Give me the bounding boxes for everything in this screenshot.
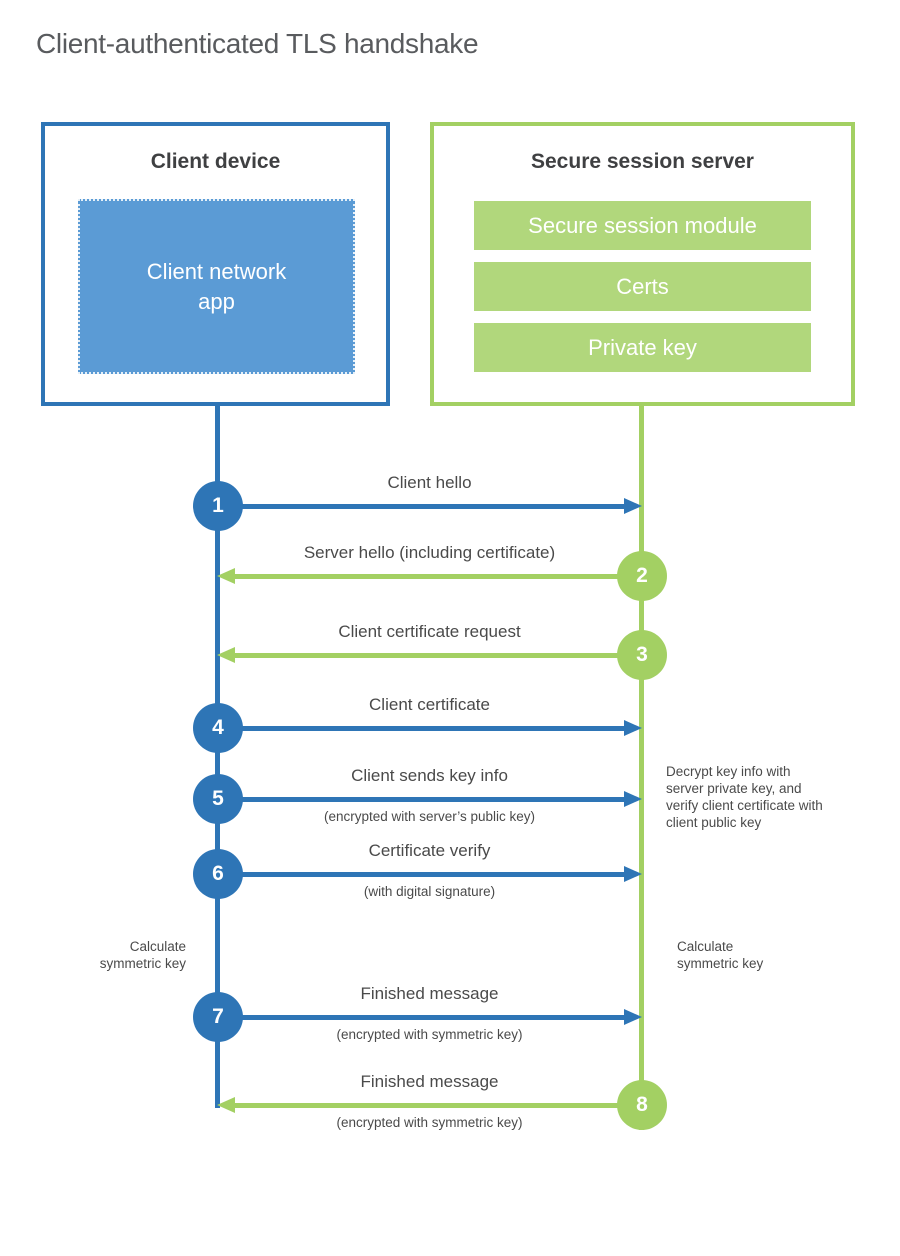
arrowhead-icon bbox=[217, 647, 235, 663]
arrow-shaft bbox=[235, 1103, 642, 1108]
step-number: 5 bbox=[212, 787, 224, 810]
message-label: Certificate verify bbox=[368, 841, 491, 860]
arrow-client-to-server bbox=[217, 791, 642, 807]
arrow-server-to-client bbox=[217, 1097, 642, 1113]
arrowhead-icon bbox=[624, 1009, 642, 1025]
step-circle-1: 1 bbox=[193, 481, 243, 531]
arrow-client-to-server bbox=[217, 498, 642, 514]
step-circle-3: 3 bbox=[617, 630, 667, 680]
arrow-shaft bbox=[217, 1015, 624, 1020]
arrowhead-icon bbox=[217, 568, 235, 584]
message-sublabel: (encrypted with server’s public key) bbox=[323, 809, 536, 824]
arrow-shaft bbox=[235, 653, 642, 658]
message-label: Client sends key info bbox=[351, 766, 508, 785]
page-title: Client-authenticated TLS handshake bbox=[36, 28, 479, 59]
message-label: Finished message bbox=[360, 1072, 499, 1091]
step-number: 7 bbox=[212, 1005, 224, 1028]
message-label: Finished message bbox=[360, 984, 499, 1003]
calculate-symmetric-key-note-client: Calculate symmetric key bbox=[99, 939, 186, 971]
message-label: Server hello (including certificate) bbox=[303, 543, 556, 562]
step-circle-4: 4 bbox=[193, 703, 243, 753]
arrow-shaft bbox=[217, 797, 624, 802]
arrow-shaft bbox=[217, 504, 624, 509]
arrowhead-icon bbox=[624, 791, 642, 807]
decrypt-note: Decrypt key info with server private key… bbox=[666, 764, 823, 830]
arrow-server-to-client bbox=[217, 647, 642, 663]
client-device-box: Client device Client network app bbox=[41, 122, 390, 406]
calculate-symmetric-key-note-server: Calculate symmetric key bbox=[677, 939, 764, 971]
client-network-app-box: Client network app bbox=[78, 199, 355, 374]
server-module-private-key: Private key bbox=[474, 323, 811, 372]
step-circle-7: 7 bbox=[193, 992, 243, 1042]
message-sublabel: (encrypted with symmetric key) bbox=[336, 1027, 523, 1042]
arrowhead-icon bbox=[624, 720, 642, 736]
arrow-client-to-server bbox=[217, 866, 642, 882]
arrow-shaft bbox=[235, 574, 642, 579]
message-label: Client certificate request bbox=[338, 622, 521, 641]
step-number: 4 bbox=[212, 716, 224, 739]
secure-session-server-title: Secure session server bbox=[531, 150, 754, 173]
message-label: Client certificate bbox=[369, 695, 490, 714]
client-lifeline bbox=[215, 406, 220, 1108]
step-circle-8: 8 bbox=[617, 1080, 667, 1130]
server-lifeline bbox=[639, 406, 644, 1130]
client-device-title: Client device bbox=[150, 150, 281, 173]
arrow-client-to-server bbox=[217, 1009, 642, 1025]
arrowhead-icon bbox=[624, 866, 642, 882]
step-circle-6: 6 bbox=[193, 849, 243, 899]
secure-session-server-box: Secure session server Secure session mod… bbox=[430, 122, 855, 406]
step-number: 3 bbox=[636, 643, 648, 666]
step-number: 2 bbox=[636, 564, 648, 587]
message-sublabel: (with digital signature) bbox=[363, 884, 496, 899]
step-circle-5: 5 bbox=[193, 774, 243, 824]
message-sublabel: (encrypted with symmetric key) bbox=[336, 1115, 523, 1130]
arrow-server-to-client bbox=[217, 568, 642, 584]
server-module-certs: Certs bbox=[474, 262, 811, 311]
step-number: 1 bbox=[212, 494, 224, 517]
arrow-shaft bbox=[217, 726, 624, 731]
server-module-secure-session-module: Secure session module bbox=[474, 201, 811, 250]
arrowhead-icon bbox=[217, 1097, 235, 1113]
step-number: 8 bbox=[636, 1093, 648, 1116]
arrow-shaft bbox=[217, 872, 624, 877]
message-label: Client hello bbox=[387, 473, 472, 492]
arrowhead-icon bbox=[624, 498, 642, 514]
arrow-client-to-server bbox=[217, 720, 642, 736]
step-number: 6 bbox=[212, 862, 224, 885]
step-circle-2: 2 bbox=[617, 551, 667, 601]
